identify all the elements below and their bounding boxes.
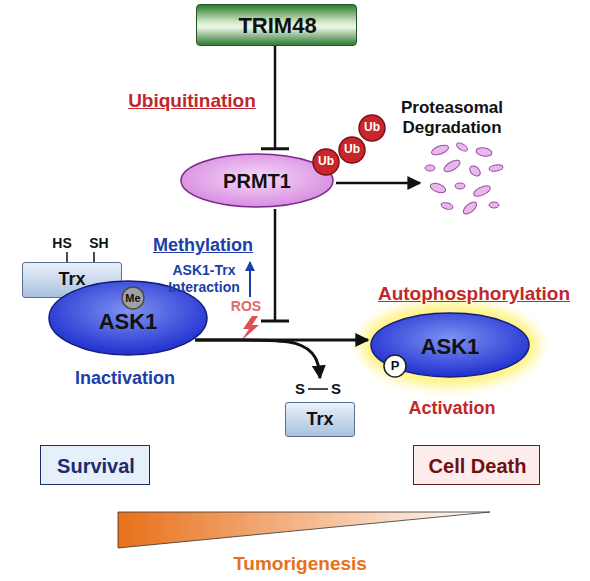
thiol-bond xyxy=(66,252,68,262)
shape-fill xyxy=(313,149,339,175)
outcome-box: Cell Death xyxy=(413,445,540,485)
shape-fill xyxy=(384,355,406,377)
node-text: Me xyxy=(121,286,145,310)
process-label: Autophosphorylation xyxy=(359,283,589,306)
thioredoxin-box: S S Trx xyxy=(285,378,355,437)
ros-lightning xyxy=(241,316,259,341)
arrow-connector xyxy=(195,340,320,378)
gradient-wedge xyxy=(118,512,490,548)
degradation-arrow xyxy=(336,182,420,185)
node-text: SH xyxy=(82,236,116,252)
inhibition-line xyxy=(274,209,277,321)
process-label: Ubiquitination xyxy=(97,90,287,113)
node-text: TRIM48 xyxy=(197,5,358,47)
increase-arrow xyxy=(249,262,251,297)
activation-glow xyxy=(361,303,539,387)
outcome-box: Survival xyxy=(40,445,150,485)
methyl-circle: Me xyxy=(121,286,145,310)
ubiquitin-circle: Ub xyxy=(312,148,340,176)
node-text: Ub xyxy=(312,148,340,176)
node-text: S xyxy=(292,380,308,398)
node-text: Ub xyxy=(358,114,386,142)
node-text: Trx xyxy=(285,402,355,437)
node-text: Ub xyxy=(338,136,366,164)
kinase-ellipse: ASK1P xyxy=(370,312,530,378)
node-text: Cell Death xyxy=(414,446,541,486)
protein-fragments xyxy=(425,141,503,216)
node-text: P xyxy=(383,354,407,378)
arrow-connector xyxy=(195,339,368,342)
effect-note: ASK1-Trx Interaction xyxy=(159,262,249,296)
protein-ellipse: PRMT1 xyxy=(180,153,334,208)
shape-fill xyxy=(181,154,333,207)
process-label: Methylation xyxy=(133,235,273,257)
shape-fill xyxy=(339,137,365,163)
thiol-bond xyxy=(93,252,95,262)
disulfide-bond xyxy=(308,388,328,390)
node-text: S xyxy=(328,380,344,398)
phospho-circle: P xyxy=(383,354,407,378)
shape-fill xyxy=(122,287,144,309)
process-label: Proteasomal Degradation xyxy=(387,98,517,139)
state-label: Activation xyxy=(377,398,527,420)
shape-fill xyxy=(371,313,529,377)
ubiquitin-circle: Ub xyxy=(338,136,366,164)
node-text: HS xyxy=(45,236,79,252)
shape-fill xyxy=(359,115,385,141)
stimulus-label: ROS xyxy=(221,298,271,315)
state-label: Inactivation xyxy=(50,368,200,390)
node-text: Survival xyxy=(41,446,151,486)
node-text: PRMT1 xyxy=(180,153,334,208)
ubiquitin-circle: Ub xyxy=(358,114,386,142)
inhibition-connector xyxy=(274,46,277,149)
axis-label: Tumorigenesis xyxy=(200,553,400,576)
protein-box: TRIM48 xyxy=(196,4,357,46)
